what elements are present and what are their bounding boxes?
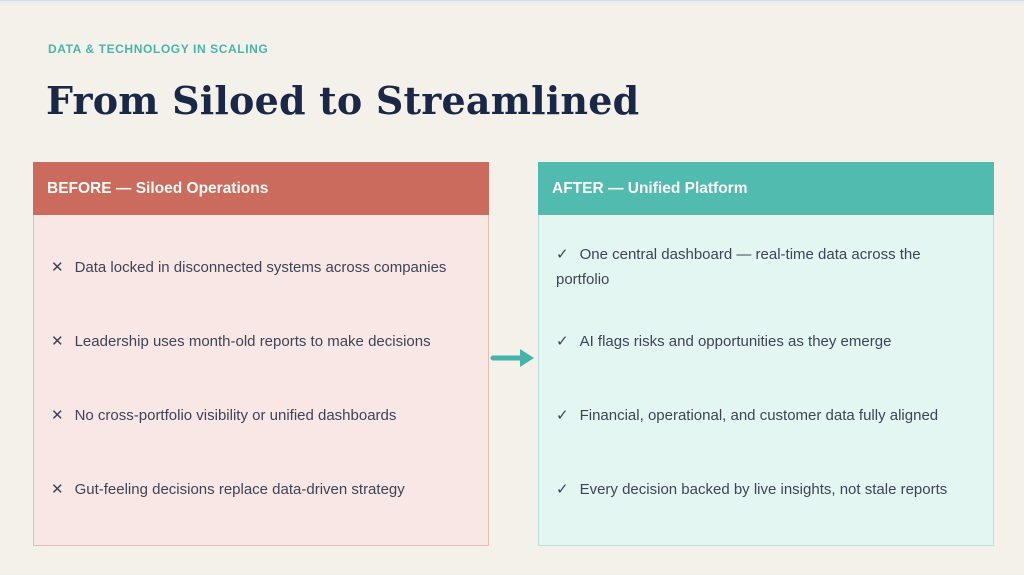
check-icon: ✓ — [556, 332, 569, 350]
list-item-text: Data locked in disconnected systems acro… — [74, 258, 447, 276]
cross-icon: ✕ — [51, 258, 64, 276]
list-item: ✕ Leadership uses month-old reports to ma… — [51, 305, 468, 379]
before-panel-body: ✕ Data locked in disconnected systems acr… — [33, 215, 489, 546]
page-title: From Siloed to Streamlined — [46, 78, 640, 123]
list-item: ✓ AI flags risks and opportunities as the… — [556, 305, 973, 379]
after-panel-header-label: AFTER — Unified Platform — [552, 179, 748, 197]
list-item: ✓ Financial, operational, and customer da… — [556, 379, 973, 453]
check-icon: ✓ — [556, 480, 569, 498]
top-strip — [0, 0, 1024, 4]
list-item-text: Every decision backed by live insights, … — [579, 480, 948, 498]
before-panel: BEFORE — Siloed Operations ✕ Data locked … — [33, 162, 489, 546]
after-panel: AFTER — Unified Platform ✓One central da… — [538, 162, 994, 546]
list-item: ✓ Every decision backed by live insights,… — [556, 453, 973, 527]
list-item: ✕ Data locked in disconnected systems acr… — [51, 231, 468, 305]
after-panel-header: AFTER — Unified Platform — [538, 162, 994, 215]
cross-icon: ✕ — [51, 332, 64, 350]
before-panel-header-label: BEFORE — Siloed Operations — [47, 179, 269, 197]
list-item-text: One central dashboard — real-time data a… — [556, 246, 921, 288]
list-item-text: Leadership uses month-old reports to mak… — [74, 332, 431, 350]
eyebrow-label: DATA & TECHNOLOGY IN SCALING — [48, 42, 269, 56]
check-icon: ✓ — [556, 246, 569, 264]
cross-icon: ✕ — [51, 406, 64, 424]
right-arrow-icon — [489, 344, 538, 372]
list-item-text: Financial, operational, and customer dat… — [579, 406, 939, 424]
list-item-text: AI flags risks and opportunities as they… — [579, 332, 892, 350]
before-panel-header: BEFORE — Siloed Operations — [33, 162, 489, 215]
list-item-text: Gut-feeling decisions replace data-drive… — [74, 480, 405, 498]
after-panel-body: ✓One central dashboard — real-time data … — [538, 215, 994, 546]
list-item: ✓One central dashboard — real-time data … — [556, 231, 973, 305]
list-item: ✕ Gut-feeling decisions replace data-driv… — [51, 453, 468, 527]
check-icon: ✓ — [556, 406, 569, 424]
cross-icon: ✕ — [51, 480, 64, 498]
list-item-text: No cross-portfolio visibility or unified… — [74, 406, 397, 424]
list-item: ✕ No cross-portfolio visibility or unifie… — [51, 379, 468, 453]
